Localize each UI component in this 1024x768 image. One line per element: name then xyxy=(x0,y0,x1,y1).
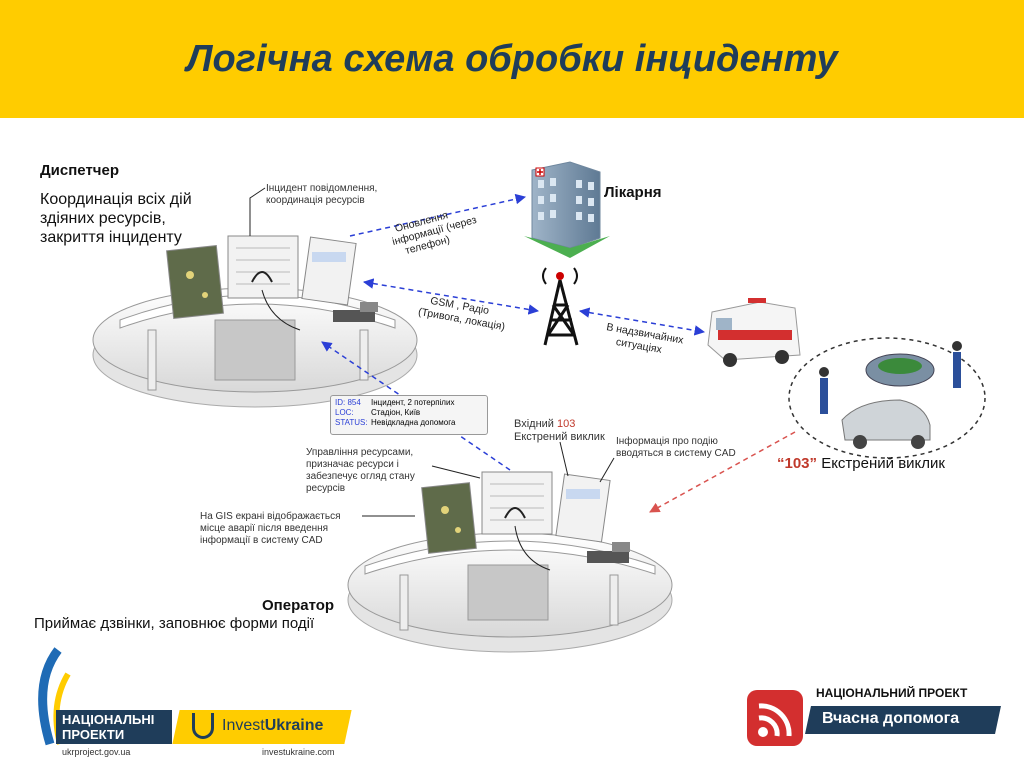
dispatcher-description-line: закриття інциденту xyxy=(40,229,182,246)
callout-line xyxy=(249,187,266,236)
title-banner xyxy=(0,0,1024,118)
national-projects-url: ukrproject.gov.ua xyxy=(62,747,131,757)
ambulance-icon xyxy=(707,298,801,367)
arrow-operator-dispatcher xyxy=(321,341,511,471)
dispatcher-screen-label-line: координація ресурсів xyxy=(266,195,365,206)
dispatcher-description: Координація всіх дій здіяних ресурсів, з… xyxy=(40,190,192,247)
project-label: НАЦІОНАЛЬНИЙ ПРОЕКТ xyxy=(816,686,968,700)
page-title: Логічна схема обробки інциденту xyxy=(186,38,838,80)
arrow-call-operator xyxy=(649,431,796,513)
incident-diagram: Оновлення інформації (через телефон) GSM… xyxy=(92,161,986,653)
dispatcher-workstation xyxy=(92,235,418,408)
arrow-dispatcher-hospital xyxy=(349,193,527,237)
operator-workstation xyxy=(347,471,673,653)
invest-ukraine-name: InvestUkraine xyxy=(222,717,324,734)
gis-label: На GIS екрані відображається місце аварі… xyxy=(200,511,341,546)
rss-signal-icon xyxy=(747,690,803,746)
dispatcher-screen-label-line: Інцидент повідомлення, xyxy=(266,183,378,194)
incident-card-row: STATUS:Невідкладна допомога xyxy=(335,418,456,427)
operator-title: Оператор xyxy=(262,597,335,614)
logo-text: ПРОЕКТИ xyxy=(62,727,125,742)
resource-management-label: Управління ресурсами, призначає ресурси … xyxy=(306,447,415,494)
callout-line xyxy=(599,457,615,483)
incident-scene xyxy=(788,337,986,459)
operator-description: Приймає дзвінки, заповнює форми події xyxy=(34,615,315,632)
callout-line xyxy=(559,441,569,477)
hospital-update-label: Оновлення інформації (через телефон) xyxy=(388,202,484,260)
project-name: Вчасна допомога xyxy=(822,710,960,727)
dispatcher-screen-label: Інцидент повідомлення, координація ресур… xyxy=(266,183,377,207)
invest-ukraine-u-icon xyxy=(192,713,214,739)
arrow-tower-ambulance xyxy=(578,307,706,336)
invest-ukraine-url: investukraine.com xyxy=(262,747,335,757)
incident-card-row: LOC:Стадіон, Київ xyxy=(335,408,421,417)
hospital-label: Лікарня xyxy=(604,184,662,201)
hospital-icon xyxy=(524,161,610,258)
logo-text: НАЦІОНАЛЬНІ xyxy=(62,712,155,727)
arrow-dispatcher-tower xyxy=(362,278,540,315)
radio-tower-icon xyxy=(542,267,579,346)
emergency-call-label: “103” Екстрений виклик xyxy=(777,455,945,472)
callout-line xyxy=(431,465,481,479)
incoming-call-label: Вхідний 103 Екстрений виклик xyxy=(514,418,605,443)
dispatcher-title: Диспетчер xyxy=(40,162,120,179)
dispatcher-description-line: здіяних ресурсів, xyxy=(40,210,166,227)
info-entry-label: Інформація про подію вводяться в систему… xyxy=(616,436,736,459)
dispatcher-description-line: Координація всіх дій xyxy=(40,191,192,208)
national-projects-logo: НАЦІОНАЛЬНІ ПРОЕКТИ xyxy=(56,710,172,744)
emergency-label: В надзвичайних ситуаціях xyxy=(603,321,687,360)
